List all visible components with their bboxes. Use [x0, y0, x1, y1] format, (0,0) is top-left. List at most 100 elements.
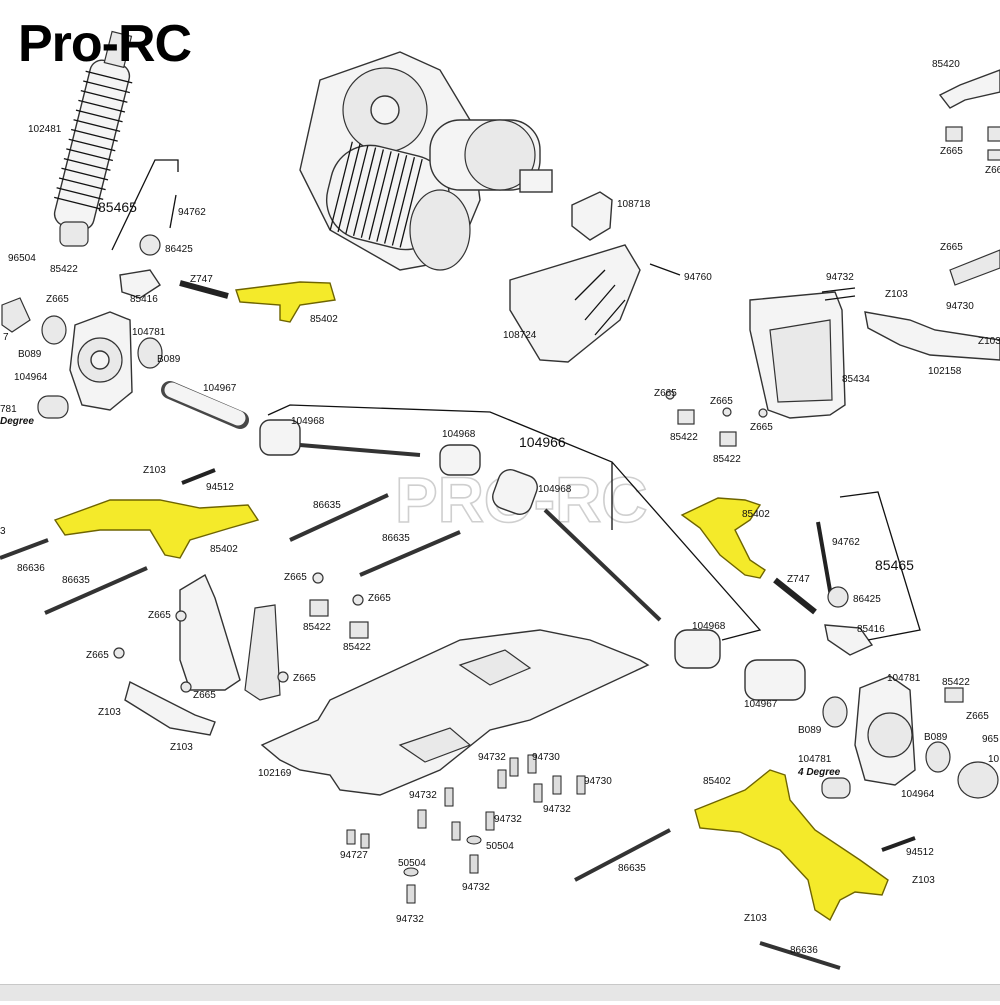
- label-85416-right: 85416: [857, 624, 885, 635]
- label-94730-a: 94730: [532, 752, 560, 763]
- label-94732-b: 94732: [543, 804, 571, 815]
- label-85422-c: 85422: [713, 454, 741, 465]
- label-86635-c: 86635: [62, 575, 90, 586]
- label-85422-e: 85422: [343, 642, 371, 653]
- part-85416-right: [824, 624, 874, 656]
- label-7: 7: [3, 332, 9, 343]
- shock-absorber: [53, 30, 133, 247]
- chassis-plate-102169: [260, 629, 650, 796]
- label-94732-a: 94732: [478, 752, 506, 763]
- label-B089-c: B089: [798, 725, 822, 736]
- label-Z103-c: Z103: [978, 336, 1000, 347]
- part-85402-mid-highlight: [680, 497, 766, 579]
- part-108724-shape: [509, 244, 641, 363]
- left-hub-carrier: [1, 297, 163, 419]
- label-Z665-i: Z665: [368, 593, 391, 604]
- part-108718-shape: [571, 191, 613, 241]
- part-bulkhead-left: [179, 573, 241, 691]
- part-85416-left: [119, 269, 161, 299]
- brand-logo-text: Pro-RC: [18, 15, 192, 73]
- label-Z665-c: Z66: [985, 165, 1000, 176]
- label-Z665-b: Z665: [940, 146, 963, 157]
- label-85465-left: 85465: [98, 199, 137, 215]
- label-108718: 108718: [617, 199, 651, 210]
- motor-gearbox: [299, 51, 553, 271]
- label-Z103-d: Z103: [98, 707, 121, 718]
- label-104968-d: 104968: [692, 621, 726, 632]
- label-104966: 104966: [519, 434, 566, 450]
- label-102481: 102481: [28, 124, 62, 135]
- label-B089-d: B089: [924, 732, 948, 743]
- label-85416-left: 85416: [130, 294, 158, 305]
- label-781-left: 781: [0, 404, 17, 415]
- label-Z665-e: Z665: [654, 388, 677, 399]
- label-86635-a: 86635: [313, 500, 341, 511]
- label-94732-d: 94732: [494, 814, 522, 825]
- label-85422-b: 85422: [670, 432, 698, 443]
- label-104964-left: 104964: [14, 372, 48, 383]
- label-Z103-e: Z103: [170, 742, 193, 753]
- label-94732-right: 94732: [826, 272, 854, 283]
- label-Z103-g: Z103: [744, 913, 767, 924]
- label-86425-right: 86425: [853, 594, 881, 605]
- label-104967-right: 104967: [744, 699, 778, 710]
- label-Z103-a: Z103: [143, 465, 166, 476]
- label-Z665-f: Z665: [710, 396, 733, 407]
- footer-bar: [0, 984, 1000, 1001]
- right-hub-carrier: [744, 659, 999, 799]
- label-102169: 102169: [258, 768, 292, 779]
- label-Z747-right: Z747: [787, 574, 810, 585]
- label-104967-left: 104967: [203, 383, 237, 394]
- label-102158: 102158: [928, 366, 962, 377]
- label-85434: 85434: [842, 374, 870, 385]
- part-labels: 102481 85465 94762 86425 96504 85422 854…: [0, 59, 1000, 956]
- label-50504-b: 50504: [398, 858, 426, 869]
- label-85420: 85420: [932, 59, 960, 70]
- label-85422-d: 85422: [303, 622, 331, 633]
- label-94730-b: 94730: [584, 776, 612, 787]
- label-104968-c: 104968: [538, 484, 572, 495]
- label-104964-right: 104964: [901, 789, 935, 800]
- label-94732-f: 94732: [396, 914, 424, 925]
- label-85422-a: 85422: [50, 264, 78, 275]
- label-85402-bottom: 85402: [703, 776, 731, 787]
- label-Z665-n: Z665: [966, 711, 989, 722]
- label-94512-right: 94512: [906, 847, 934, 858]
- label-85465-right: 85465: [875, 557, 914, 573]
- label-Z665-m: Z665: [193, 690, 216, 701]
- label-86635-d: 86635: [618, 863, 646, 874]
- label-3: 3: [0, 526, 6, 537]
- part-Z103-link: [124, 680, 216, 736]
- part-85420-shape: [938, 69, 1000, 109]
- label-94512-left: 94512: [206, 482, 234, 493]
- label-104781-right2: 104781: [798, 754, 832, 765]
- screw-94760: [649, 263, 681, 276]
- label-94732-c: 94732: [409, 790, 437, 801]
- label-94730-right: 94730: [946, 301, 974, 312]
- label-94762-left: 94762: [178, 207, 206, 218]
- label-104781-right: 104781: [887, 673, 921, 684]
- label-86635-b: 86635: [382, 533, 410, 544]
- part-85402-left-highlight: [53, 499, 260, 559]
- label-Z665-l: Z665: [293, 673, 316, 684]
- label-Z103-f: Z103: [912, 875, 935, 886]
- label-104968-b: 104968: [442, 429, 476, 440]
- label-85402-left: 85402: [210, 544, 238, 555]
- label-Z665-h: Z665: [284, 572, 307, 583]
- label-85402-mid: 85402: [742, 509, 770, 520]
- label-Z665-g: Z665: [750, 422, 773, 433]
- label-degree-left: Degree: [0, 416, 34, 427]
- label-85402-top: 85402: [310, 314, 338, 325]
- part-102158-shape: [864, 311, 1000, 361]
- label-104781-left: 104781: [132, 327, 166, 338]
- label-96504: 96504: [8, 253, 36, 264]
- label-Z103-b: Z103: [885, 289, 908, 300]
- label-86636-right: 86636: [790, 945, 818, 956]
- label-94732-e: 94732: [462, 882, 490, 893]
- label-B089-b: B089: [157, 354, 181, 365]
- label-10: 10: [988, 754, 1000, 765]
- label-85422-f: 85422: [942, 677, 970, 688]
- part-85402-top-highlight: [235, 281, 336, 323]
- label-Z665-j: Z665: [148, 610, 171, 621]
